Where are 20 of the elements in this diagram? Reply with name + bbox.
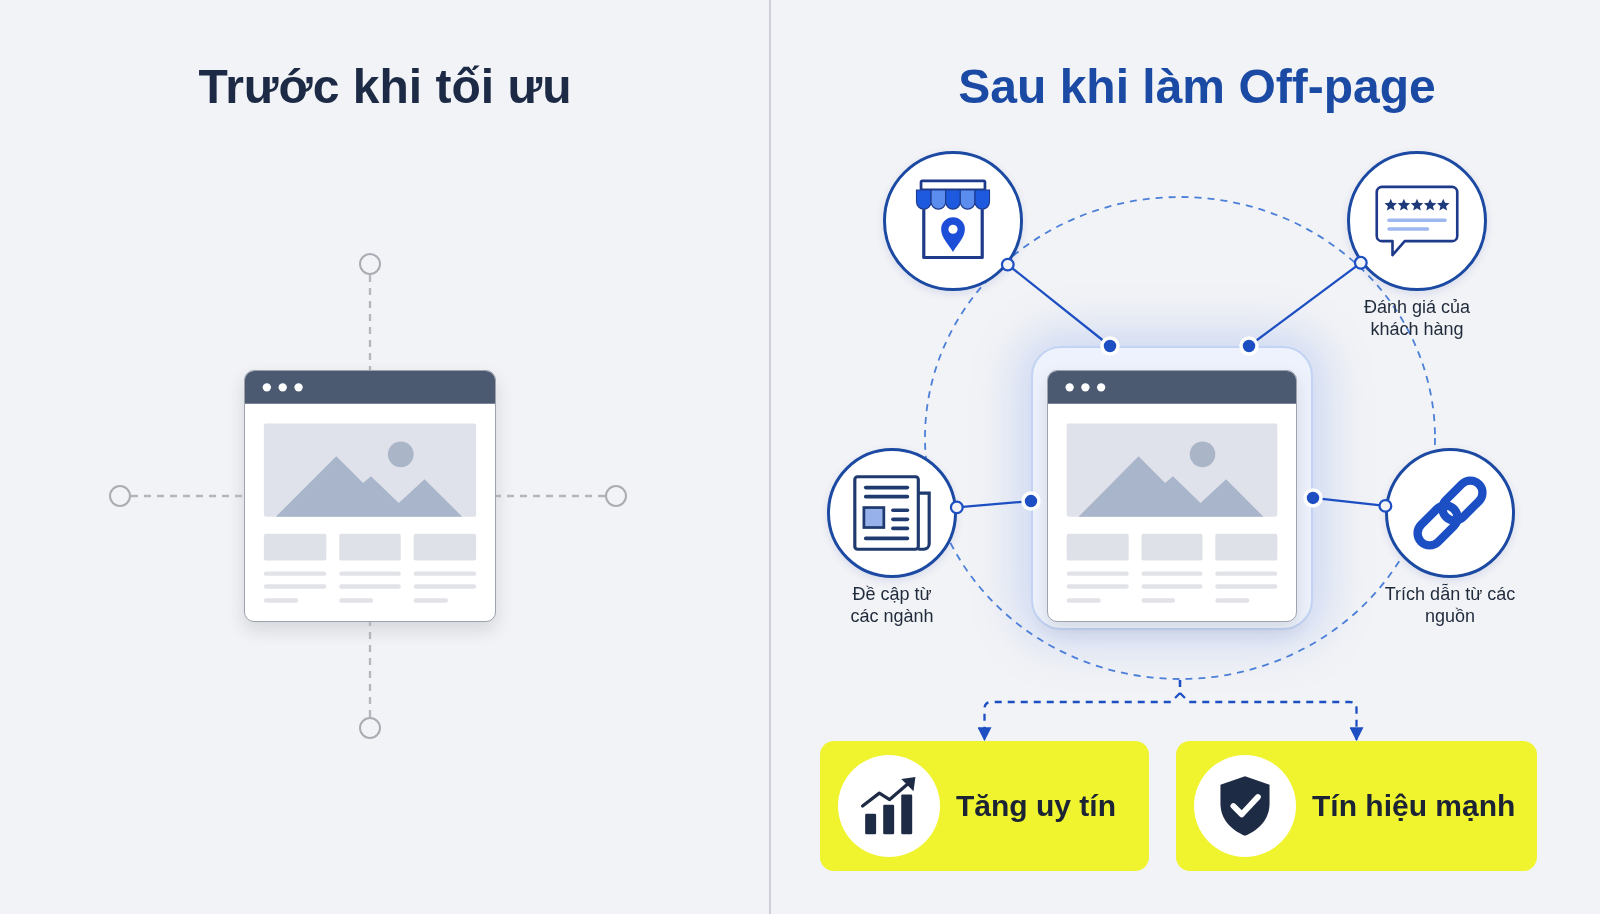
connector-line bbox=[1000, 257, 1120, 356]
benefit-card bbox=[1176, 741, 1537, 871]
glow-frame bbox=[1031, 346, 1313, 630]
dashed-connector-line bbox=[131, 494, 244, 498]
connector-line bbox=[1303, 488, 1393, 513]
dashed-connector-line bbox=[496, 494, 605, 498]
panel-title: Trước khi tối ưu bbox=[198, 59, 572, 115]
icon-caption: Trích dẫn từ các nguồn bbox=[1384, 583, 1516, 627]
icon-caption: Đề cập từ các ngành bbox=[849, 583, 935, 627]
dashed-connector-line bbox=[368, 622, 372, 717]
connector-line bbox=[1239, 255, 1368, 356]
dashed-connector-line bbox=[368, 275, 372, 370]
panel-title: Sau khi làm Off-page bbox=[958, 59, 1436, 115]
dashed-arrow bbox=[1178, 680, 1364, 742]
browser-window-illustration bbox=[244, 370, 496, 622]
benefit-text: Tăng uy tín bbox=[956, 788, 1116, 824]
icon-caption: Đánh giá của khách hàng bbox=[1362, 296, 1472, 340]
benefit-card bbox=[820, 741, 1149, 871]
connector-line bbox=[949, 491, 1041, 515]
benefit-text: Tín hiệu mạnh bbox=[1312, 788, 1516, 824]
